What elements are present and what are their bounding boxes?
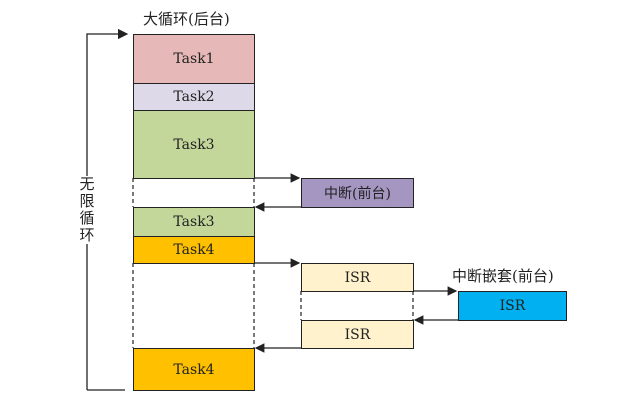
task-block: Task3 xyxy=(133,110,255,179)
task-block: Task1 xyxy=(133,34,255,84)
task-block: Task2 xyxy=(133,83,255,111)
task-block: Task3 xyxy=(133,207,255,237)
nested-isr-block: ISR xyxy=(458,291,567,321)
loop-label: 无限循环 xyxy=(79,175,95,244)
isr-block: ISR xyxy=(301,263,414,292)
task-block: Task4 xyxy=(133,236,255,264)
background-label: 大循环(后台) xyxy=(143,10,230,28)
nested-label: 中断嵌套(前台) xyxy=(452,267,554,285)
interrupt-block: 中断(前台) xyxy=(301,178,414,208)
loop-arrow xyxy=(86,34,127,391)
isr-block: ISR xyxy=(301,320,414,349)
task-block: Task4 xyxy=(133,348,255,391)
